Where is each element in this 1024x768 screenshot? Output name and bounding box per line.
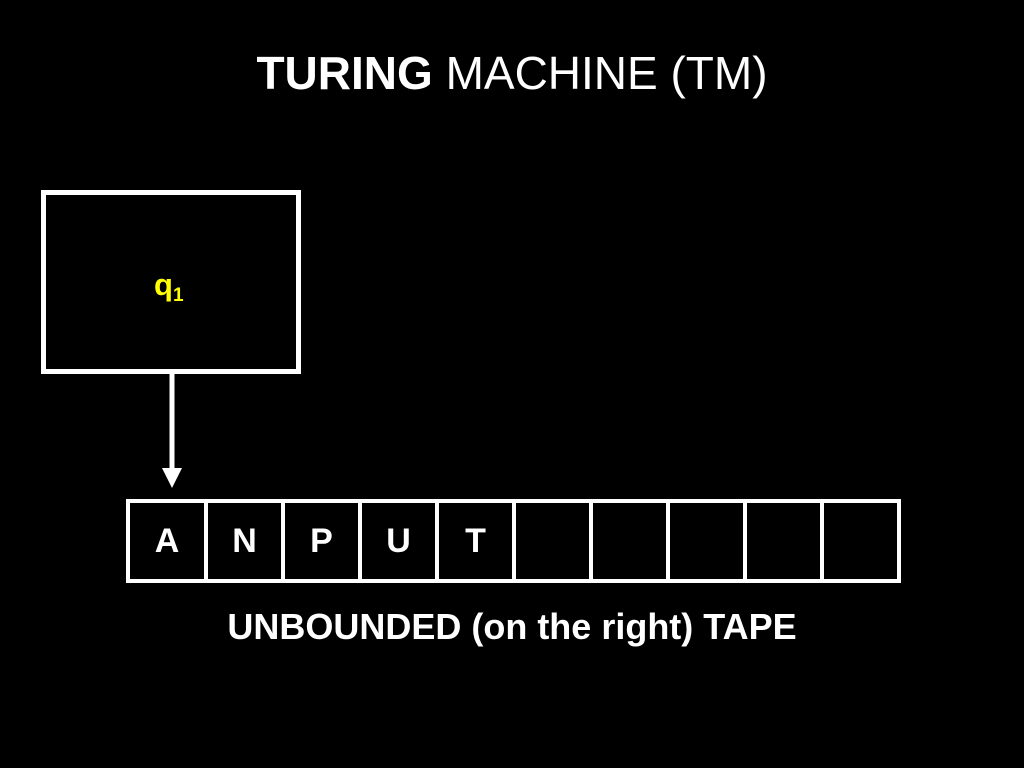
- tape-cell: [747, 503, 820, 579]
- tape-cell: [824, 503, 897, 579]
- current-state-label: q1: [154, 269, 184, 311]
- tape-cell: U: [362, 503, 435, 579]
- state-symbol: q: [154, 267, 173, 302]
- tape-cell: [516, 503, 589, 579]
- state-subscript: 1: [172, 285, 184, 306]
- slide-title: TURING MACHINE (TM): [0, 40, 1024, 106]
- title-regular-part: MACHINE (TM): [445, 47, 768, 99]
- tape-cell: [670, 503, 743, 579]
- tape: A N P U T: [126, 499, 901, 583]
- tape-cell: T: [439, 503, 512, 579]
- title-bold-part: TURING: [256, 47, 433, 99]
- tape-cell: N: [208, 503, 281, 579]
- tape-caption: UNBOUNDED (on the right) TAPE: [227, 606, 797, 647]
- tape-cell: P: [285, 503, 358, 579]
- tape-head-arrow-tip: [162, 468, 182, 488]
- tape-cell: [593, 503, 666, 579]
- tape-cell: A: [130, 503, 204, 579]
- finite-control-box: q1: [41, 190, 301, 374]
